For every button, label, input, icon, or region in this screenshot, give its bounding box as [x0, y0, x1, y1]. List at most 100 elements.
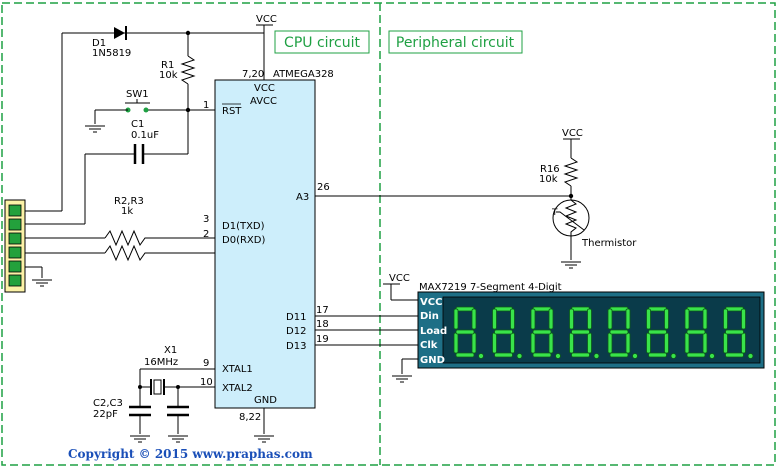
segment-c: [510, 332, 515, 354]
segment-g: [532, 329, 552, 335]
r1-junction: [185, 30, 191, 36]
header-pin-2: [8, 218, 22, 231]
diode-d1-symbol: [114, 27, 125, 39]
seven-segment-digit: [492, 306, 523, 359]
segment-c: [664, 332, 669, 354]
copyright-text: Copyright © 2015 www.praphas.com: [68, 447, 313, 461]
c23-name: C2,C3: [93, 398, 123, 409]
c23-value: 22pF: [93, 409, 118, 420]
segment-c: [548, 332, 554, 354]
seven-segment-digit: [684, 306, 715, 359]
r23-name: R2,R3: [114, 196, 144, 207]
segment-g: [609, 329, 629, 335]
header-pin-4: [8, 246, 22, 259]
mcu-rst-pin: RST: [222, 106, 242, 117]
cpu-section-label: CPU circuit: [284, 35, 360, 51]
d1-part: 1N5819: [92, 48, 131, 59]
segment-e: [684, 332, 690, 354]
segment-d: [532, 352, 552, 358]
display-window: [442, 296, 761, 364]
mcu-gnd-pin: GND: [254, 395, 277, 406]
atmega328-chip: [214, 79, 316, 409]
segment-a: [609, 306, 629, 312]
decimal-point: [747, 353, 754, 359]
segment-e: [492, 332, 497, 354]
header-pin-1: [8, 204, 22, 217]
mcu-a3-pin-number: 26: [317, 182, 330, 193]
segment-c: [702, 332, 708, 354]
segment-f: [684, 308, 690, 330]
segment-g: [725, 329, 744, 335]
segment-b: [625, 308, 631, 330]
mcu-d1-pin-number: 3: [203, 214, 209, 225]
segment-c: [625, 332, 631, 354]
resistor-r2: [104, 229, 150, 247]
mcu-gnd-pin-number: 8,22: [239, 412, 261, 423]
mcu-xtal2-pin-number: 10: [200, 377, 213, 388]
mcu-d13-pin-number: 19: [316, 334, 329, 345]
vcc-display-label: VCC: [389, 273, 410, 284]
cpu-section-label-box: [274, 30, 370, 54]
segment-a: [494, 306, 513, 312]
segment-b: [702, 308, 708, 330]
segment-e: [569, 332, 574, 354]
segment-a: [532, 306, 552, 312]
vcc-top-label: VCC: [256, 14, 277, 25]
mcu-d11-pin-number: 17: [316, 305, 329, 316]
sw1-label: SW1: [126, 89, 149, 100]
segment-g: [686, 329, 706, 335]
segment-d: [571, 352, 590, 358]
resistor-r16: [563, 157, 579, 187]
r1-name: R1: [161, 60, 174, 71]
display-pin-load: Load: [420, 326, 447, 337]
r1-value: 10k: [159, 70, 178, 81]
seven-segment-digits: [453, 306, 754, 359]
peripheral-section-label-box: [388, 30, 523, 54]
seven-segment-digit: [723, 306, 754, 359]
mcu-d0-pin-number: 2: [203, 229, 209, 240]
segment-d: [455, 352, 475, 358]
segment-d: [725, 352, 744, 358]
display-pin-gnd: GND: [420, 355, 445, 366]
segment-d: [686, 352, 706, 358]
segment-b: [741, 308, 746, 330]
segment-b: [587, 308, 592, 330]
seven-segment-digit: [646, 306, 677, 359]
segment-a: [571, 306, 590, 312]
mcu-d1-pin: D1(TXD): [222, 221, 265, 232]
segment-b: [471, 308, 477, 330]
segment-a: [455, 306, 475, 312]
segment-f: [723, 308, 728, 330]
thermistor-element: [564, 199, 578, 238]
segment-b: [548, 308, 554, 330]
mcu-avcc-pin: AVCC: [250, 96, 277, 107]
thermistor-slash: [556, 211, 585, 231]
segment-e: [530, 332, 536, 354]
mcu-name: ATMEGA328: [273, 69, 334, 80]
mcu-xtal1-pin: XTAL1: [222, 364, 253, 375]
segment-e: [723, 332, 728, 354]
r23-value: 1k: [121, 206, 133, 217]
vcc-r16-label: VCC: [562, 128, 583, 139]
mcu-d0-pin: D0(RXD): [222, 235, 265, 246]
segment-f: [646, 308, 651, 330]
peripheral-section-label: Peripheral circuit: [396, 35, 515, 51]
segment-a: [686, 306, 706, 312]
segment-b: [664, 308, 669, 330]
r16-name: R16: [540, 164, 560, 175]
mcu-xtal1-pin-number: 9: [203, 358, 209, 369]
mcu-vcc-pin-number: 7,20: [242, 69, 264, 80]
decimal-point: [555, 353, 561, 359]
decimal-point: [632, 353, 638, 359]
segment-d: [648, 352, 667, 358]
mcu-d12-pin-number: 18: [316, 319, 329, 330]
header-pin-3: [8, 232, 22, 245]
decimal-point: [709, 353, 715, 359]
segment-c: [471, 332, 477, 354]
segment-c: [587, 332, 592, 354]
segment-f: [453, 308, 459, 330]
segment-f: [569, 308, 574, 330]
